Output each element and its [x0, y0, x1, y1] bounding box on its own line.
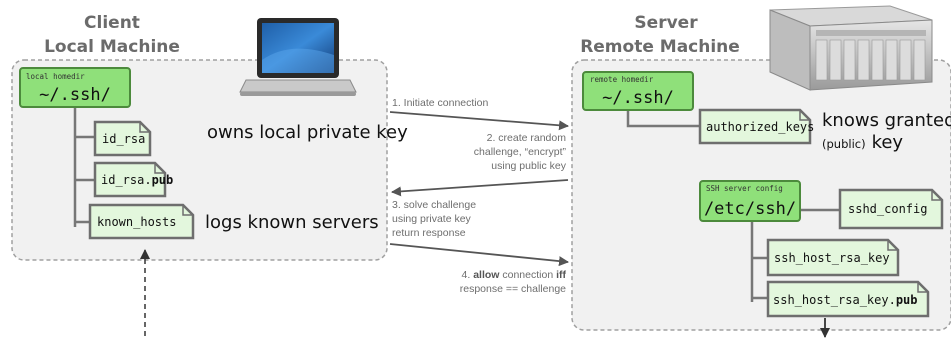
file-sshd-config[interactable]: sshd_config	[838, 188, 944, 230]
step-3-line3: return response	[392, 227, 466, 239]
file-ssh-host-rsa-key[interactable]: ssh_host_rsa_key	[766, 238, 900, 277]
step-2-line2: challenge, “encrypt”	[474, 146, 567, 158]
arrow-step-1	[389, 111, 569, 131]
laptop-icon	[239, 18, 357, 96]
client-homedir-caption: local homedir	[26, 72, 85, 81]
annot-knows-granted: knows granted	[822, 110, 951, 131]
server-homedir-caption: remote homedir	[590, 75, 654, 84]
file-ssh-host-rsa-key-pub-label: ssh_host_rsa_key.pub	[773, 293, 918, 307]
step-1-label: 1. Initiate connection	[392, 97, 488, 109]
server-config-caption: SSH server config	[706, 184, 783, 193]
step-3-line2: using private key	[392, 213, 472, 225]
file-id-rsa[interactable]: id_rsa	[93, 120, 152, 157]
file-sshd-config-label: sshd_config	[848, 202, 927, 216]
annot-public-key: (public)key	[822, 132, 903, 153]
server-title-line1: Server	[634, 13, 698, 33]
file-ssh-host-rsa-key-label: ssh_host_rsa_key	[774, 251, 890, 265]
server-tree-lines	[626, 110, 840, 302]
file-id-rsa-pub[interactable]: id_rsa.pub	[93, 161, 173, 198]
step-2-line3: using public key	[491, 160, 566, 172]
client-homedir-folder[interactable]: local homedir ~/.ssh/	[19, 67, 131, 108]
file-known-hosts-label: known_hosts	[97, 215, 176, 229]
file-authorized-keys[interactable]: authorized_keys	[698, 108, 814, 145]
arrow-step-2	[391, 179, 569, 197]
client-title-line1: Client	[84, 13, 140, 33]
file-authorized-keys-label: authorized_keys	[706, 120, 814, 134]
file-ssh-host-rsa-key-pub[interactable]: ssh_host_rsa_key.pub	[766, 280, 930, 318]
server-rack-icon	[769, 5, 933, 91]
client-title-line2: Local Machine	[44, 37, 180, 57]
file-known-hosts[interactable]: known_hosts	[88, 203, 195, 240]
server-title-line2: Remote Machine	[580, 37, 740, 57]
file-id-rsa-pub-label: id_rsa.pub	[101, 173, 173, 187]
server-config-folder[interactable]: SSH server config /etc/ssh/	[699, 180, 801, 222]
step-4-line1: 4. allow connection iff	[462, 269, 567, 281]
server-homedir-folder[interactable]: remote homedir ~/.ssh/	[582, 71, 694, 111]
server-homedir-path: ~/.ssh/	[602, 88, 674, 108]
step-2-line1: 2. create random	[487, 132, 567, 144]
step-3-line1: 3. solve challenge	[392, 199, 476, 211]
arrow-step-3	[389, 243, 569, 267]
client-homedir-path: ~/.ssh/	[39, 85, 111, 105]
annot-owns-private-key: owns local private key	[207, 122, 408, 143]
step-4-line2: response == challenge	[460, 283, 566, 295]
annot-logs-known-servers: logs known servers	[205, 212, 379, 233]
file-id-rsa-label: id_rsa	[102, 132, 145, 146]
client-tree-lines	[73, 108, 95, 227]
server-config-path: /etc/ssh/	[704, 199, 796, 219]
